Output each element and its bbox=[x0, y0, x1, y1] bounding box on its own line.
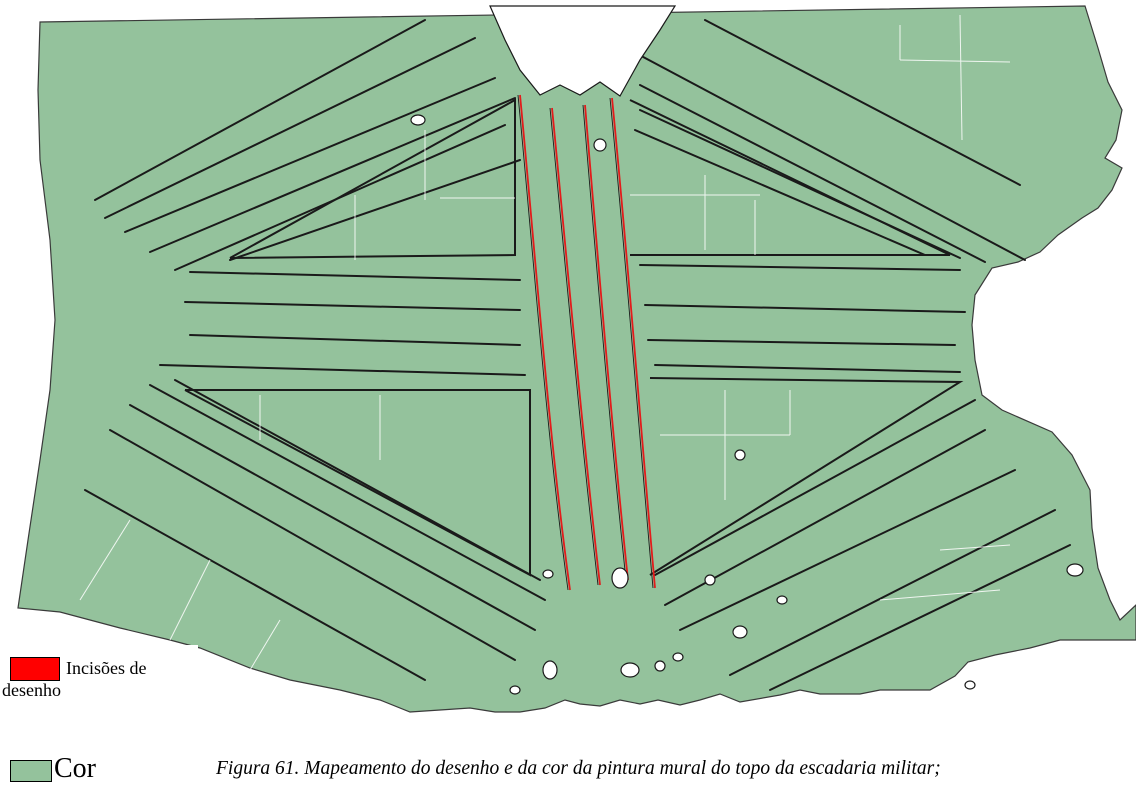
incision-outlines bbox=[517, 94, 654, 591]
legend-incisoes-label-line1: Incisões de bbox=[66, 658, 147, 678]
triangle-panels bbox=[184, 98, 964, 577]
lacunae bbox=[410, 114, 1084, 695]
horizontal-lines bbox=[159, 264, 966, 376]
legend-cor-label: Cor bbox=[54, 753, 96, 784]
legend-incisoes: Incisões de desenho bbox=[0, 645, 198, 715]
legend-cor-swatch bbox=[10, 760, 52, 782]
lines-bottom-left bbox=[84, 379, 546, 681]
legend-incisoes-label-line2: desenho bbox=[2, 680, 61, 700]
figure-caption: Figura 61. Mapeamento do desenho e da co… bbox=[216, 758, 941, 779]
top-erosion bbox=[489, 5, 677, 97]
incision-lines bbox=[519, 94, 656, 591]
thin-cracks bbox=[79, 14, 1011, 671]
legend-incisoes-swatch bbox=[10, 657, 60, 681]
lines-top-left bbox=[94, 19, 521, 271]
lines-bottom-right bbox=[654, 399, 1071, 691]
